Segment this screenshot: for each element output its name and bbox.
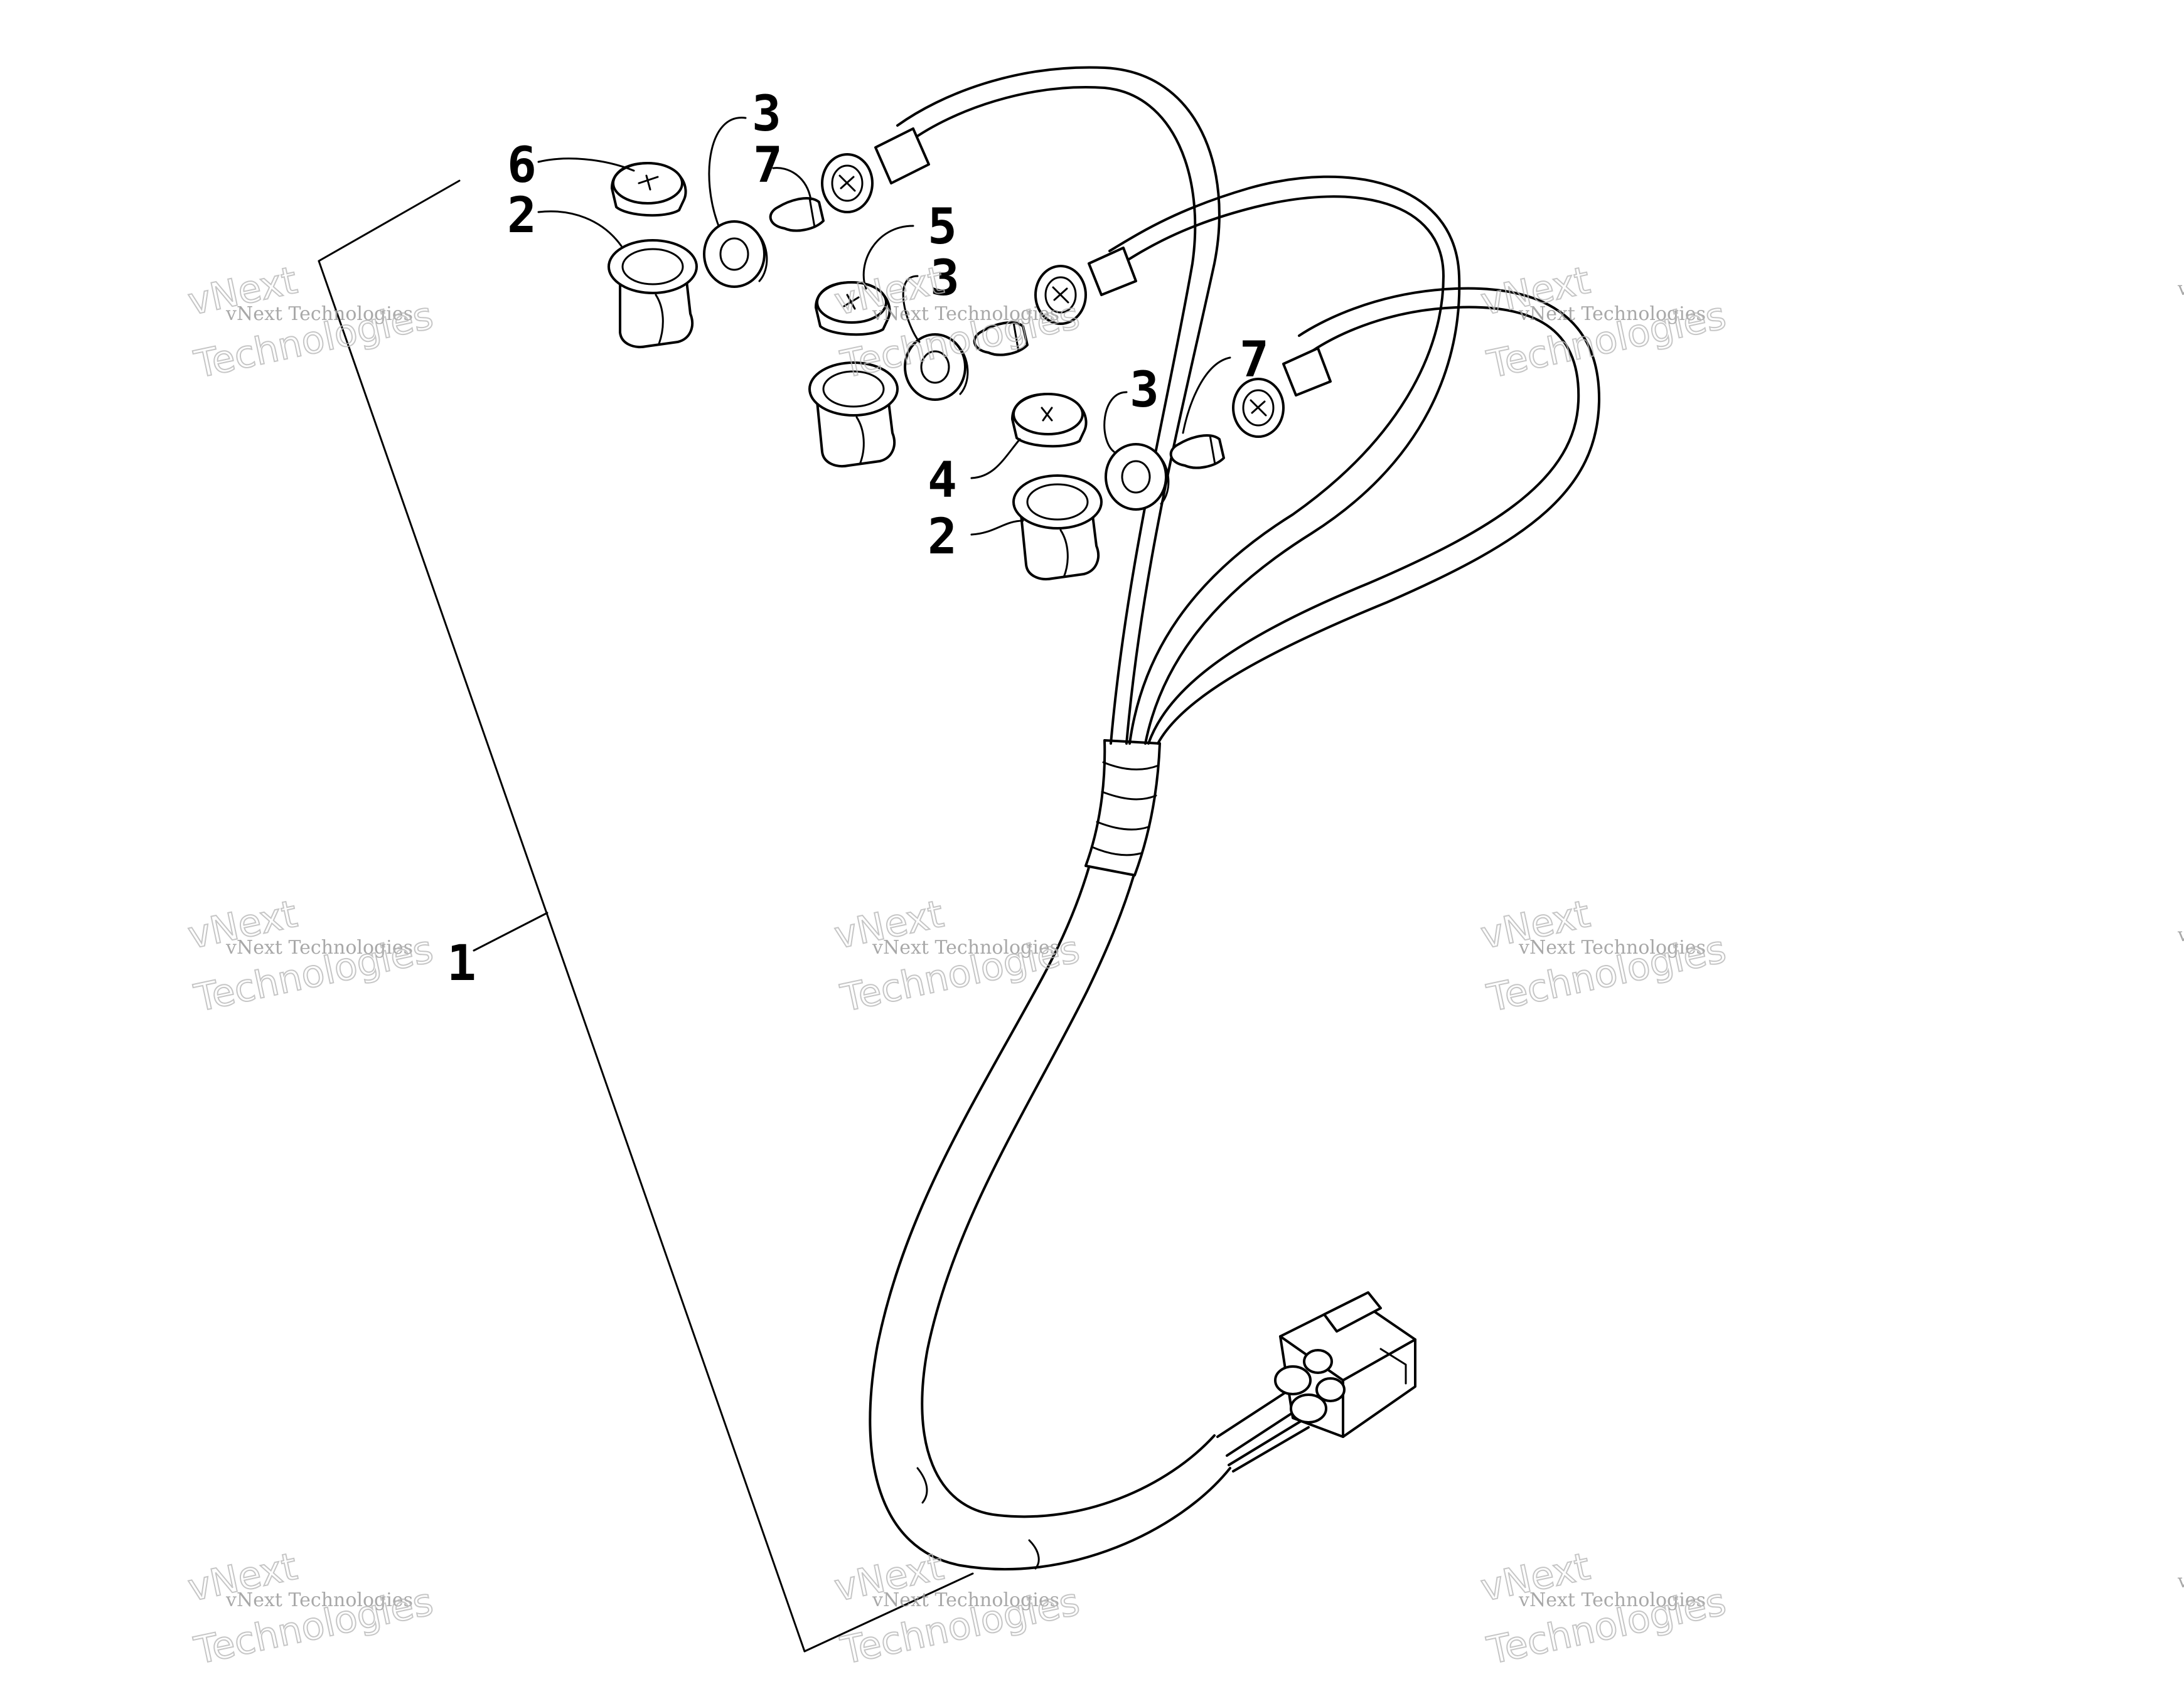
svg-text:vNext Technologies: vNext Technologies — [1518, 937, 1706, 959]
svg-text:vNext Technologies: vNext Technologies — [1518, 303, 1706, 325]
multi-pin-connector — [1216, 1291, 1416, 1473]
watermark-tile: vNext vNext Technologies Technologies — [184, 892, 438, 1021]
branch-b-outer — [1116, 195, 1445, 745]
watermark-tile-partial: vNext Technologies — [2177, 924, 2184, 946]
housing-c — [1012, 474, 1103, 580]
svg-text:vNext Technologies: vNext Technologies — [872, 1589, 1059, 1611]
svg-text:vNext Technologies: vNext Technologies — [2177, 278, 2184, 300]
branch-c-inner — [1157, 287, 1601, 745]
housing-b — [808, 361, 899, 467]
callout-4: 4 — [928, 452, 957, 509]
branch-a-inner — [896, 66, 1221, 745]
indicator-lens-5 — [815, 281, 891, 336]
watermark-tile: vNext vNext Technologies Technologies — [830, 1544, 1084, 1674]
bulb-c — [1169, 434, 1225, 469]
callout-2a: 2 — [507, 188, 537, 244]
watermark-tile: vNext vNext Technologies Technologies — [1477, 258, 1731, 388]
svg-text:vNext Technologies: vNext Technologies — [872, 303, 1059, 325]
housing-a — [608, 239, 698, 348]
branch-a-outer — [909, 86, 1197, 745]
bulb-socket-connector-c — [1232, 347, 1332, 438]
watermark-tile: vNext vNext Technologies Technologies — [1477, 892, 1731, 1021]
indicator-lens-4 — [1011, 393, 1088, 448]
watermark-tile-partial: vNext Technologies — [2177, 278, 2184, 300]
watermark-tile: vNext vNext Technologies Technologies — [184, 1544, 438, 1674]
callout-3c: 3 — [1130, 362, 1159, 418]
callout-1: 1 — [447, 935, 476, 992]
svg-text:vNext Technologies: vNext Technologies — [225, 303, 413, 325]
assembly-bracket — [318, 179, 974, 1653]
bulb-socket-connector-a — [821, 127, 930, 213]
harness-trunk-inner — [921, 742, 1216, 1518]
svg-text:vNext Technologies: vNext Technologies — [2177, 924, 2184, 946]
callout-5: 5 — [928, 199, 957, 255]
callout-7b: 7 — [1239, 332, 1269, 388]
callout-labels: 1 2 2 3 3 3 4 5 6 7 7 — [447, 86, 1269, 992]
callout-3a: 3 — [752, 86, 781, 142]
watermark-tile: vNext vNext Technologies Technologies — [830, 892, 1084, 1021]
callout-2b: 2 — [928, 509, 957, 565]
svg-text:vNext Technologies: vNext Technologies — [2177, 1570, 2184, 1592]
bulb-socket-connector-b — [1034, 247, 1137, 325]
svg-text:vNext Technologies: vNext Technologies — [1518, 1589, 1706, 1611]
grommet-a — [703, 220, 768, 288]
bulb-a — [769, 197, 825, 232]
grommet-c — [1105, 443, 1170, 511]
leader-lines — [537, 117, 1231, 536]
harness-trunk-outer — [869, 742, 1231, 1571]
branch-c-outer — [1147, 306, 1580, 745]
callout-6: 6 — [507, 137, 537, 194]
bulb-b — [973, 321, 1029, 356]
svg-text:vNext Technologies: vNext Technologies — [225, 937, 413, 959]
indicator-lens-6 — [611, 162, 687, 217]
tape-wrap — [1084, 739, 1161, 876]
callout-3b: 3 — [930, 250, 960, 307]
watermark-tile: vNext vNext Technologies Technologies — [184, 258, 438, 388]
wire-harness — [869, 66, 1601, 1571]
callout-7a: 7 — [753, 137, 783, 194]
watermark-tile: vNext vNext Technologies Technologies — [1477, 1544, 1731, 1674]
branch-b-inner — [1108, 175, 1461, 745]
svg-text:vNext Technologies: vNext Technologies — [872, 937, 1059, 959]
grommet-b — [904, 333, 969, 401]
watermark-tile-partial: vNext Technologies — [2177, 1570, 2184, 1592]
svg-text:vNext Technologies: vNext Technologies — [225, 1589, 413, 1611]
